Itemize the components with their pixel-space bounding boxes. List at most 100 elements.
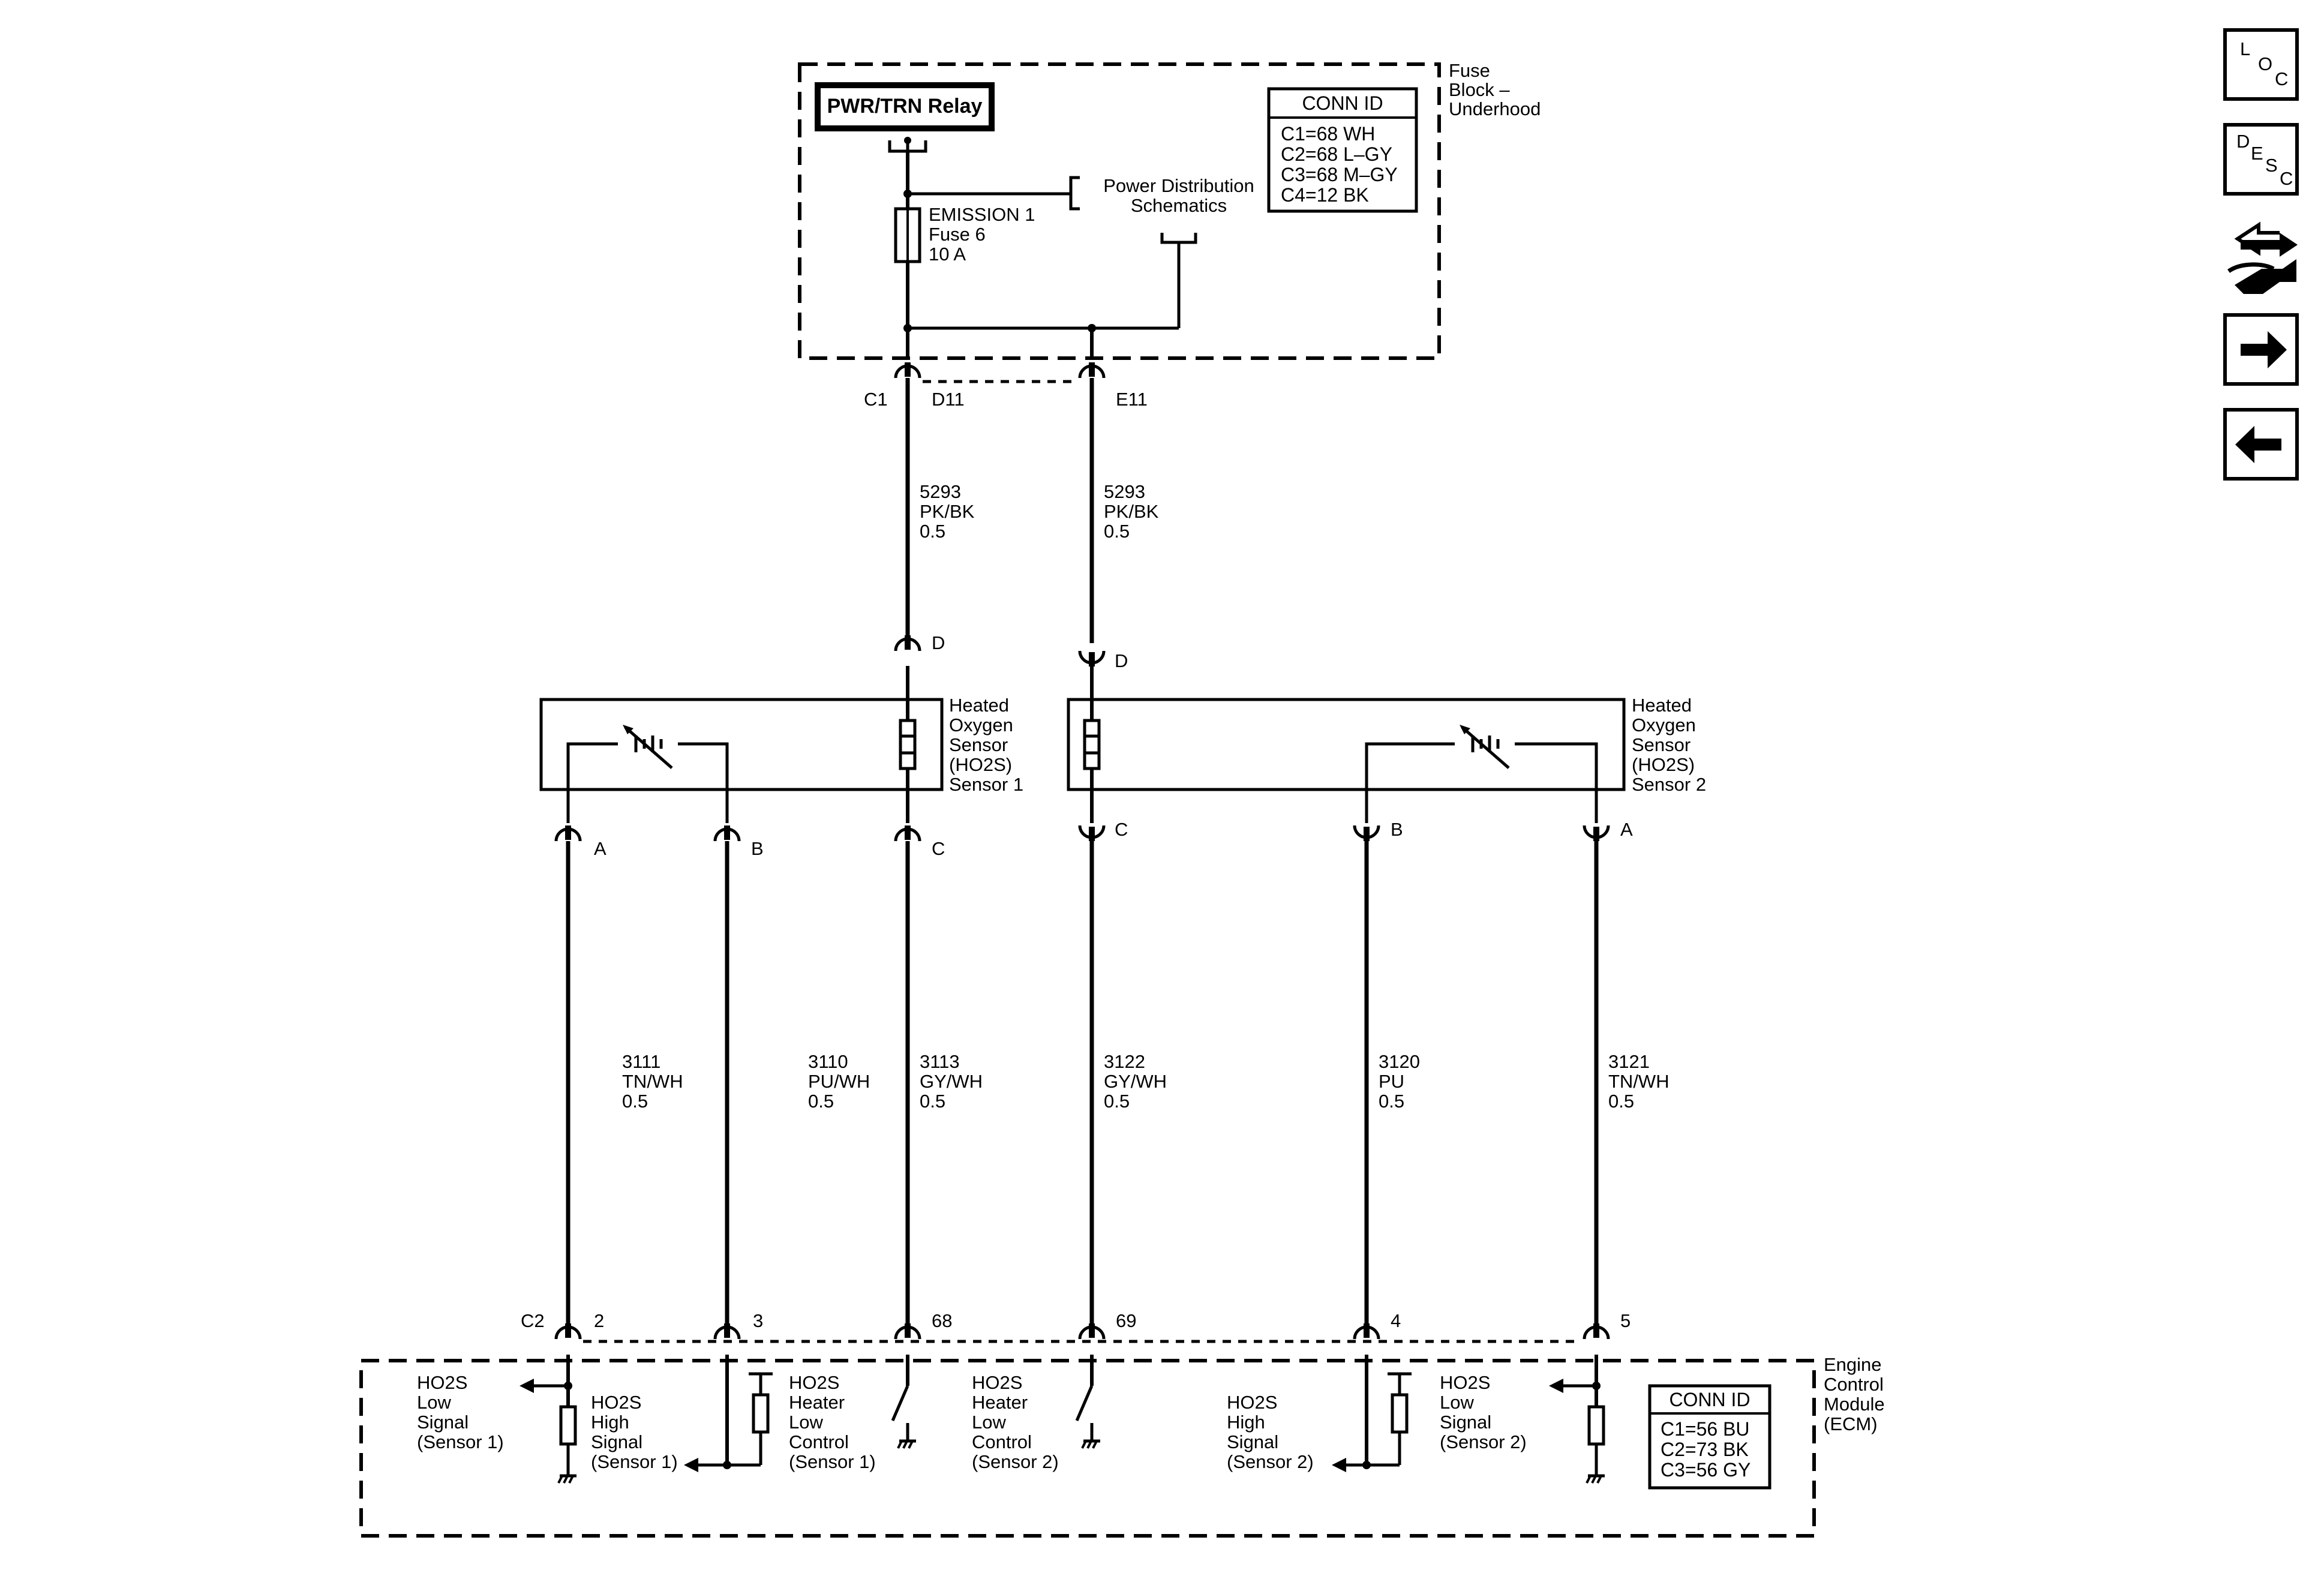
location-button[interactable]: L O C [2223,28,2299,101]
sensor2-label-line: Heated [1632,695,1692,716]
circuit-label-line: Control [789,1431,849,1452]
desc-letter: E [2251,143,2263,164]
circuit-label-line: Control [972,1431,1032,1452]
pwr-trn-relay: PWR/TRN Relay [815,82,995,131]
previous-arrow-button[interactable] [2223,408,2299,481]
fuse-block-label-line-2: Block – [1449,79,1510,100]
circuit-label-line: (Sensor 1) [789,1451,876,1472]
left-arrow-icon [2235,426,2281,463]
conn-id-row: C2=73 BK [1661,1439,1749,1460]
sensor2-label-line: Sensor [1632,734,1691,755]
connector-wrench-icon[interactable] [2227,221,2298,294]
circuit-label-line: HO2S [591,1392,641,1413]
ecm-circuit-ho2s-high-signal-sensor-1: HO2S High Signal (Sensor 1) [591,1392,678,1472]
fuse-block-label-line-3: Underhood [1449,98,1541,119]
wire-3121: 3121 TN/WH 0.5 [1594,841,1670,1327]
fuse-rating: 10 A [929,244,966,265]
ecm-circuit-heater-low-control-sensor-2: HO2S Heater Low Control (Sensor 2) [972,1372,1059,1472]
ecm-pin-69: 69 [1116,1310,1136,1331]
wire-gauge: 0.5 [920,1091,945,1112]
wire-circuit: 3113 [920,1051,960,1072]
wire-circuit: 3120 [1379,1051,1420,1072]
description-button[interactable]: D E S C [2223,123,2299,196]
fuse-block-conn-id-table: CONN ID C1=68 WH C2=68 L–GY C3=68 M–GY C… [1267,87,1418,213]
ecm-conn-id-table: CONN ID C1=56 BU C2=73 BK C3=56 GY [1648,1384,1771,1490]
circuit-label-line: High [591,1412,629,1433]
wire-circuit: 3111 [622,1051,660,1072]
desc-letter: D [2236,131,2250,152]
sensor2-pin-b: B [1391,819,1403,840]
conn-id-row: C3=68 M–GY [1281,164,1398,185]
wire-color: GY/WH [920,1071,983,1092]
wire-circuit: 3122 [1104,1051,1145,1072]
ecm-pin-4: 4 [1391,1310,1401,1331]
next-arrow-button[interactable] [2223,313,2299,386]
circuit-label-line: Signal [1227,1431,1278,1452]
desc-letter: C [2280,168,2293,189]
circuit-label-line: HO2S [1440,1372,1490,1393]
wire-gauge: 0.5 [1379,1091,1404,1112]
engine-control-module: Engine Control Module (ECM) [359,1354,1885,1538]
wire-color: PK/BK [1104,501,1159,522]
circuit-label-line: Signal [417,1412,469,1433]
loc-letter: O [2258,53,2272,74]
wire-3111: 3111 TN/WH 0.5 [566,841,683,1327]
conn-id-row: C1=68 WH [1281,123,1375,145]
sensor1-label-line: Sensor 1 [949,774,1023,795]
ecm-c2-connector: C2 2 3 68 69 4 5 [521,1310,1631,1343]
ecm-pin-68: 68 [932,1310,952,1331]
sensor2-pin-a: A [1620,819,1633,840]
wire-gauge: 0.5 [808,1091,834,1112]
power-distribution-ref-line-1: Power Distribution [1103,175,1254,196]
conn-id-row: C1=56 BU [1661,1418,1750,1440]
circuit-label-line: Low [417,1392,451,1413]
ecm-circuit-ho2s-low-signal-sensor-1: HO2S Low Signal (Sensor 1) [417,1372,504,1452]
wire-gauge: 0.5 [920,521,945,542]
wire-color: PU [1379,1071,1404,1092]
ecm-pin-5: 5 [1620,1310,1631,1331]
wire-circuit: 3121 [1608,1051,1650,1072]
ecm-pin-3: 3 [753,1310,763,1331]
conn-id-header: CONN ID [1669,1389,1750,1410]
circuit-label-line: (Sensor 1) [591,1451,678,1472]
conn-id-row: C4=12 BK [1281,184,1369,206]
sensor2-label-line: Oxygen [1632,715,1696,736]
circuit-label-line: Low [972,1412,1006,1433]
circuit-label-line: (Sensor 1) [417,1431,504,1452]
ecm-circuit-ho2s-low-signal-sensor-2: HO2S Low Signal (Sensor 2) [1440,1372,1527,1452]
sensor1-pin-b: B [751,838,764,859]
loc-letter: L [2240,38,2250,59]
wire-circuit: 5293 [1104,481,1145,502]
emission-1-fuse [894,207,921,263]
circuit-label-line: HO2S [972,1372,1022,1393]
wire-color: PU/WH [808,1071,870,1092]
circuit-label-line: Signal [1440,1412,1491,1433]
desc-letter: S [2265,155,2278,176]
fuse-name: EMISSION 1 [929,204,1035,225]
wire-3113: 3113 GY/WH 0.5 [905,841,983,1327]
c1-connector-label: C1 [864,389,888,410]
c2-connector-label: C2 [521,1310,545,1331]
circuit-label-line: (Sensor 2) [1227,1451,1314,1472]
sensor1-label-line: Oxygen [949,715,1013,736]
wire-gauge: 0.5 [1104,1091,1130,1112]
circuit-label-line: HO2S [417,1372,467,1393]
ecm-label-line: Control [1824,1374,1884,1395]
sensor2-label-line: Sensor 2 [1632,774,1706,795]
sensor1-pin-a: A [594,838,606,859]
wire-color: PK/BK [920,501,975,522]
wire-gauge: 0.5 [1104,521,1130,542]
sensor2-pin-d-label: D [1115,650,1128,671]
circuit-label-line: High [1227,1412,1265,1433]
wire-3120: 3120 PU 0.5 [1364,841,1420,1327]
power-distribution-ref-line-2: Schematics [1131,195,1227,216]
sensor2-pin-c: C [1115,819,1128,840]
circuit-label-line: (Sensor 2) [1440,1431,1527,1452]
wire-3122: 3122 GY/WH 0.5 [1089,841,1167,1327]
pin-label-d11: D11 [932,389,965,410]
wire-color: TN/WH [1608,1071,1670,1092]
sensor1-label-line: Heated [949,695,1009,716]
circuit-label-line: HO2S [1227,1392,1277,1413]
